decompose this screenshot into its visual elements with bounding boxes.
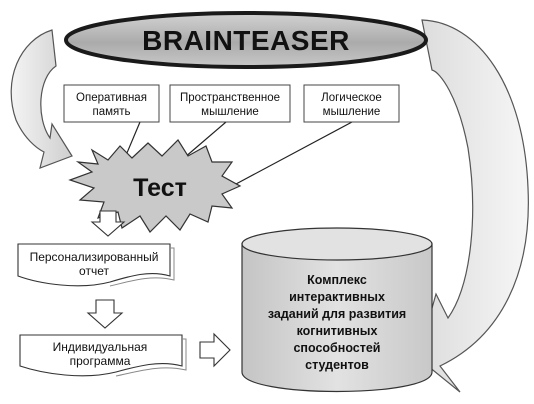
right-curved-arrow (417, 19, 529, 393)
skill-spatial-line1: Пространственное (180, 92, 280, 104)
right-arrow-to-complex (199, 332, 231, 368)
skill-box-logic: Логическое мышление (303, 84, 400, 123)
complex-line4: когнитивных (297, 324, 378, 338)
skill-spatial-line2: мышление (201, 106, 259, 118)
program-line1: Индивидуальная (53, 340, 148, 354)
skill-memory-line1: Оперативная (76, 92, 147, 104)
report-line2: отчет (79, 264, 109, 278)
complex-line2: интерактивных (289, 290, 385, 304)
complex-cylinder: Комплекс интерактивных заданий для разви… (241, 227, 433, 393)
complex-line1: Комплекс (307, 273, 367, 287)
program-document: Индивидуальная программа (19, 334, 187, 377)
skill-box-spatial: Пространственное мышление (169, 84, 291, 123)
complex-line6: студентов (305, 358, 369, 372)
down-arrow-to-program (86, 299, 124, 329)
complex-line3: заданий для развития (268, 307, 406, 321)
report-document: Персонализированный отчет (17, 243, 175, 287)
title-ellipse (64, 11, 428, 69)
skill-memory-line2: память (92, 106, 130, 118)
program-line2: программа (70, 354, 131, 368)
left-curved-arrow (10, 29, 73, 169)
skill-logic-line2: мышление (323, 106, 381, 118)
title-text: BRAINTEASER (142, 25, 350, 56)
skill-logic-line1: Логическое (321, 92, 382, 104)
connector-logic (235, 121, 353, 185)
connector-spatial (183, 121, 227, 159)
complex-line5: способностей (293, 341, 380, 355)
report-line1: Персонализированный (30, 250, 159, 264)
test-label: Тест (133, 174, 187, 202)
down-arrow-to-report (90, 210, 126, 237)
test-burst (68, 139, 242, 233)
skill-box-memory: Оперативная память (63, 84, 160, 123)
